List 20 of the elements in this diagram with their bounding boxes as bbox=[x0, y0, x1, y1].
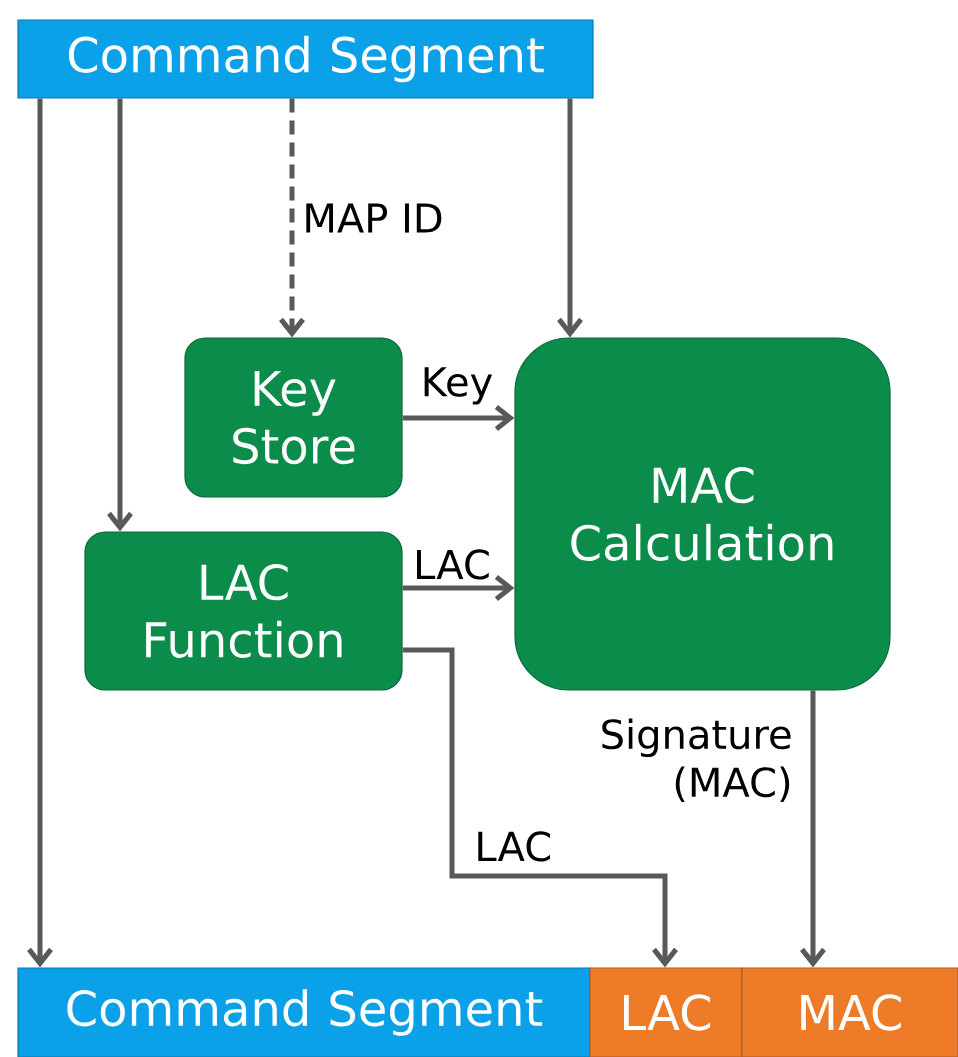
arrow bbox=[402, 405, 515, 431]
arrow bbox=[107, 98, 133, 532]
edge-label: LAC bbox=[417, 549, 489, 580]
edge-label: MAP ID bbox=[306, 203, 442, 233]
segment-bar: Command Segment bbox=[17, 967, 591, 1057]
process-box: MAC Calculation bbox=[514, 337, 891, 691]
field-block: MAC bbox=[741, 967, 958, 1057]
arrow bbox=[402, 575, 515, 601]
arrow bbox=[27, 98, 53, 968]
arrow bbox=[402, 647, 678, 968]
edge-label: LAC bbox=[478, 831, 551, 862]
arrow bbox=[800, 690, 826, 968]
segment-bar: Command Segment bbox=[17, 19, 594, 99]
edge-label: Signature (MAC) bbox=[602, 718, 791, 803]
arrow bbox=[557, 98, 583, 338]
edge-label: Key bbox=[424, 367, 493, 405]
field-block: LAC bbox=[589, 967, 743, 1057]
process-box: LAC Function bbox=[84, 531, 403, 691]
dashed-arrow bbox=[279, 98, 305, 338]
process-box: Key Store bbox=[184, 337, 403, 498]
